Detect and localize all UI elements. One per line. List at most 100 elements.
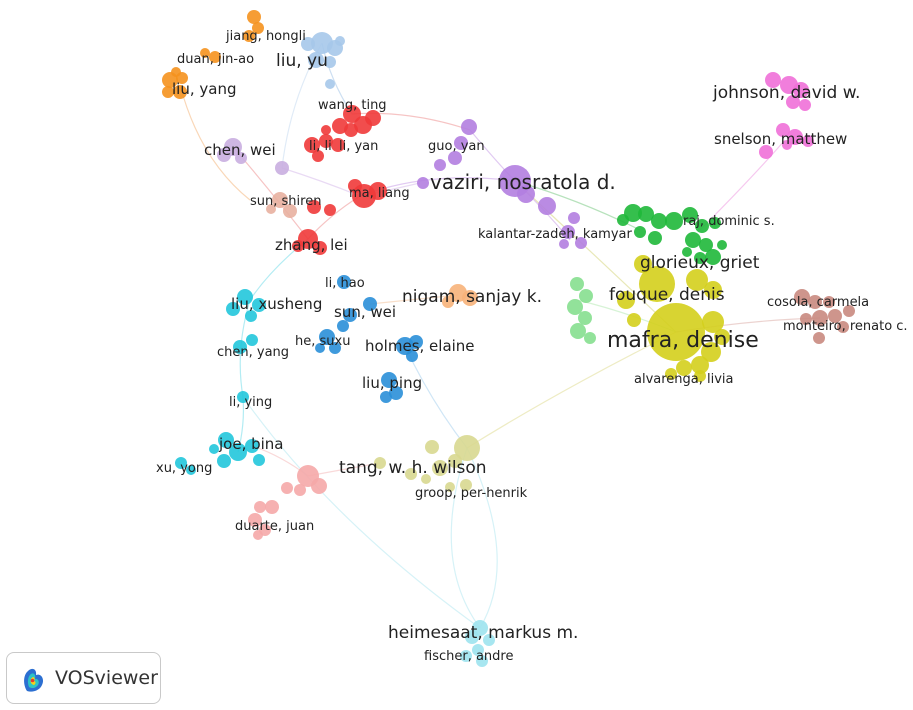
author-node-olive[interactable] bbox=[445, 482, 455, 492]
author-node-rose[interactable] bbox=[254, 501, 266, 513]
author-node-orange[interactable] bbox=[243, 30, 255, 42]
author-node-olive[interactable] bbox=[425, 440, 439, 454]
author-node-orange[interactable] bbox=[247, 10, 261, 24]
author-node-blue[interactable] bbox=[380, 391, 392, 403]
author-node-peach[interactable] bbox=[442, 296, 454, 308]
author-label[interactable]: li, hao bbox=[325, 276, 365, 291]
author-label[interactable]: duan, jin-ao bbox=[177, 52, 254, 67]
author-node-blue[interactable] bbox=[337, 275, 351, 289]
author-node-red[interactable] bbox=[343, 105, 361, 123]
author-node-pink[interactable] bbox=[793, 82, 809, 98]
author-node-green[interactable] bbox=[695, 219, 709, 233]
author-label[interactable]: sun, wei bbox=[334, 303, 396, 321]
author-node-green[interactable] bbox=[717, 240, 727, 250]
author-node-cyan[interactable] bbox=[175, 457, 187, 469]
author-label[interactable]: guo, yan bbox=[428, 139, 485, 154]
author-node-lightblue[interactable] bbox=[325, 79, 335, 89]
author-node-purple[interactable] bbox=[517, 185, 535, 203]
author-label[interactable]: sun, shiren bbox=[250, 194, 321, 209]
author-node-cyan[interactable] bbox=[253, 454, 265, 466]
author-label[interactable]: he, suxu bbox=[295, 334, 350, 349]
author-node-blue[interactable] bbox=[381, 372, 397, 388]
author-label[interactable]: xu, yong bbox=[156, 461, 212, 476]
author-node-yellow[interactable] bbox=[694, 370, 706, 382]
author-node-salmon[interactable] bbox=[266, 204, 276, 214]
author-node-purple[interactable] bbox=[559, 239, 569, 249]
author-node-cyan[interactable] bbox=[233, 340, 247, 354]
author-label[interactable]: johnson, david w. bbox=[712, 83, 860, 103]
author-node-pink[interactable] bbox=[787, 129, 803, 145]
author-label[interactable]: li, ying bbox=[229, 395, 272, 410]
author-node-purple[interactable] bbox=[575, 237, 587, 249]
author-node-blue[interactable] bbox=[363, 297, 377, 311]
author-node-yellow[interactable] bbox=[665, 368, 677, 380]
author-node-green[interactable] bbox=[634, 226, 646, 238]
author-node-green[interactable] bbox=[651, 213, 667, 229]
author-node-aqua[interactable] bbox=[460, 650, 472, 662]
author-label[interactable]: jiang, hongli bbox=[225, 29, 306, 44]
author-node-olive[interactable] bbox=[448, 454, 462, 468]
author-node-blue[interactable] bbox=[319, 329, 335, 345]
author-node-red[interactable] bbox=[344, 123, 358, 137]
author-node-red[interactable] bbox=[321, 125, 331, 135]
author-node-pink[interactable] bbox=[776, 123, 790, 137]
author-node-aqua[interactable] bbox=[472, 644, 484, 656]
author-node-cyan[interactable] bbox=[218, 432, 234, 448]
author-node-lightgreen[interactable] bbox=[567, 299, 583, 315]
author-label[interactable]: duarte, juan bbox=[235, 519, 314, 534]
author-label[interactable]: chen, yang bbox=[217, 345, 289, 360]
author-label[interactable]: snelson, matthew bbox=[714, 130, 847, 148]
author-node-red[interactable] bbox=[365, 110, 381, 126]
author-node-green[interactable] bbox=[648, 231, 662, 245]
author-node-yellow[interactable] bbox=[701, 342, 721, 362]
author-label[interactable]: liu, ping bbox=[362, 374, 422, 392]
author-node-cyan[interactable] bbox=[246, 334, 258, 346]
author-node-green[interactable] bbox=[682, 247, 692, 257]
author-node-olive[interactable] bbox=[421, 474, 431, 484]
author-node-red[interactable] bbox=[292, 240, 304, 252]
author-node-red[interactable] bbox=[369, 182, 387, 200]
author-node-red[interactable] bbox=[313, 241, 327, 255]
author-node-pink[interactable] bbox=[802, 135, 814, 147]
author-node-brown[interactable] bbox=[800, 313, 812, 325]
author-node-blue[interactable] bbox=[409, 335, 423, 349]
author-node-yellow[interactable] bbox=[686, 269, 708, 291]
author-node-lightblue[interactable] bbox=[308, 52, 324, 68]
author-node-lavender[interactable] bbox=[275, 161, 289, 175]
author-node-green[interactable] bbox=[685, 232, 701, 248]
author-node-purple[interactable] bbox=[448, 151, 462, 165]
author-node-rose[interactable] bbox=[248, 513, 262, 527]
author-label[interactable]: li, yan bbox=[339, 139, 378, 154]
author-node-olive[interactable] bbox=[454, 435, 480, 461]
author-node-rose[interactable] bbox=[281, 482, 293, 494]
author-node-purple[interactable] bbox=[561, 225, 575, 239]
author-label[interactable]: monteiro, renato c. bbox=[783, 319, 908, 334]
author-node-salmon[interactable] bbox=[272, 192, 288, 208]
author-node-yellow[interactable] bbox=[714, 329, 730, 345]
author-node-orange[interactable] bbox=[209, 51, 221, 63]
author-label[interactable]: fischer, andre bbox=[424, 649, 513, 664]
author-node-olive[interactable] bbox=[405, 468, 417, 480]
author-node-red[interactable] bbox=[304, 137, 320, 153]
author-label[interactable]: glorieux, griet bbox=[640, 253, 760, 273]
author-node-red[interactable] bbox=[319, 134, 333, 148]
author-node-orange[interactable] bbox=[171, 67, 181, 77]
author-node-purple[interactable] bbox=[538, 197, 556, 215]
author-node-olive[interactable] bbox=[432, 460, 448, 476]
author-node-brown[interactable] bbox=[843, 305, 855, 317]
author-label[interactable]: heimesaat, markus m. bbox=[388, 623, 578, 643]
author-node-lightblue[interactable] bbox=[301, 37, 315, 51]
author-node-blue[interactable] bbox=[389, 386, 403, 400]
author-label[interactable]: li, li bbox=[309, 139, 332, 154]
author-node-aqua[interactable] bbox=[476, 655, 488, 667]
author-node-lightgreen[interactable] bbox=[584, 332, 596, 344]
author-label[interactable]: fouque, denis bbox=[609, 285, 725, 305]
author-node-yellow[interactable] bbox=[639, 266, 675, 302]
author-node-cyan[interactable] bbox=[186, 465, 196, 475]
author-node-olive[interactable] bbox=[460, 479, 472, 491]
author-label[interactable]: ma, liang bbox=[349, 186, 410, 201]
author-label[interactable]: joe, bina bbox=[218, 435, 284, 453]
author-node-lightblue[interactable] bbox=[335, 36, 345, 46]
author-node-lightgreen[interactable] bbox=[578, 311, 592, 325]
author-node-orange[interactable] bbox=[252, 22, 264, 34]
